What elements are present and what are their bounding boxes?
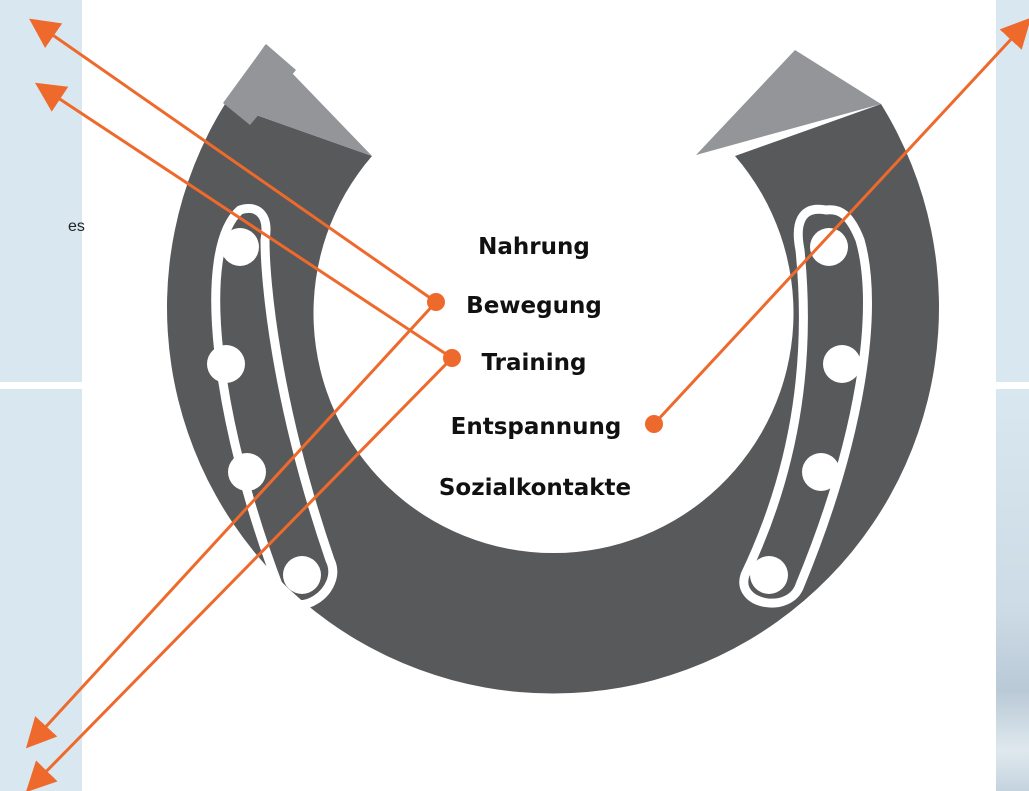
nail-hole-icon [750, 556, 788, 594]
label-sozialkontakte: Sozialkontakte [439, 475, 631, 501]
right-top-panel [996, 0, 1029, 382]
nail-hole-icon [802, 453, 840, 491]
nail-hole-icon [228, 453, 266, 491]
left-panel-text-fragment: es [68, 218, 85, 235]
label-entspannung: Entspannung [451, 414, 622, 440]
arrow-bewegung-up-left [29, 18, 437, 304]
label-nahrung: Nahrung [478, 234, 590, 260]
nail-hole-icon [221, 228, 259, 266]
horseshoe-icon [166, 44, 939, 694]
dot-marker-icon [443, 349, 461, 367]
left-top-panel [0, 0, 82, 382]
horseshoe-left-slot [207, 204, 338, 609]
arrow-training-up-left [34, 82, 453, 360]
right-bottom-panel [996, 389, 1029, 791]
dot-marker-icon [427, 293, 445, 311]
arrow-training-down-left [25, 356, 454, 791]
nail-hole-icon [810, 228, 848, 266]
label-training: Training [481, 350, 586, 376]
arrow-entspannung-up-right [652, 17, 1029, 426]
nail-hole-icon [283, 556, 321, 594]
nail-hole-icon [823, 345, 861, 383]
dot-marker-icon [645, 415, 663, 433]
nail-hole-icon [207, 345, 245, 383]
label-bewegung: Bewegung [466, 293, 602, 319]
arrow-bewegung-down-left [25, 300, 438, 749]
